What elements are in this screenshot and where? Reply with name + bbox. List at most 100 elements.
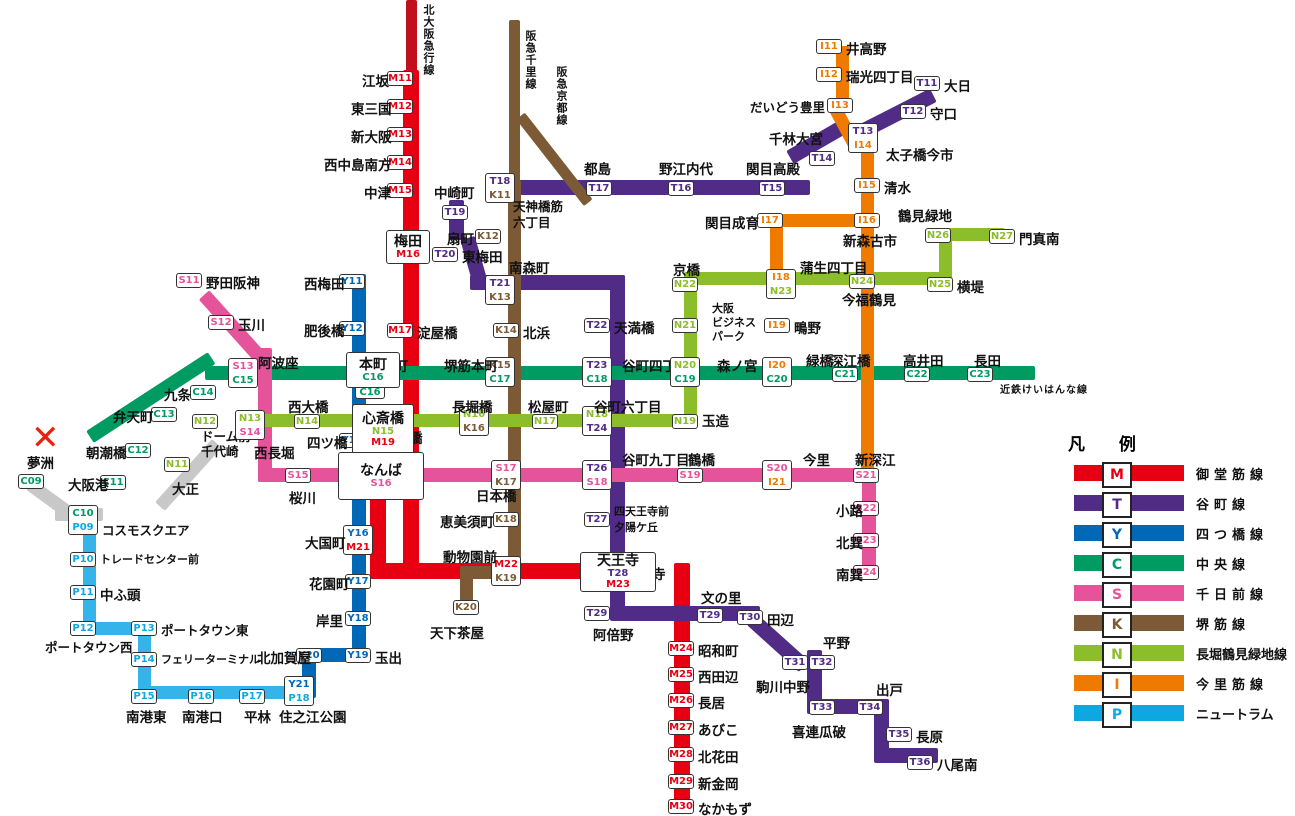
station-code-chip[interactable]: C12 bbox=[125, 443, 151, 458]
station-code-chip[interactable]: N25 bbox=[927, 277, 953, 292]
station-code-chip[interactable]: Y18 bbox=[345, 611, 371, 626]
station-code-chip[interactable]: C22 bbox=[904, 367, 930, 382]
station-code-chip[interactable]: M13 bbox=[387, 127, 413, 142]
station-code-chip[interactable]: T20 bbox=[432, 247, 458, 262]
station-code-chip[interactable]: M29 bbox=[668, 774, 694, 789]
station-code-chip[interactable]: T33 bbox=[809, 700, 835, 715]
station-code-chip[interactable]: C14 bbox=[190, 385, 216, 400]
station-code-chip[interactable]: I16 bbox=[854, 213, 880, 228]
station-code-chip[interactable]: S11 bbox=[176, 273, 202, 288]
station-code-chip[interactable]: T16 bbox=[668, 181, 694, 196]
station-code-chip[interactable]: K18 bbox=[493, 512, 519, 527]
station-code-chip[interactable]: P10 bbox=[70, 552, 96, 567]
station-code-chip[interactable]: M15 bbox=[387, 183, 413, 198]
station-code-chip[interactable]: S21 bbox=[853, 468, 879, 483]
station-code-chip[interactable]: Y17 bbox=[345, 574, 371, 589]
station-code-chip[interactable]: N19 bbox=[672, 414, 698, 429]
station-code-chip[interactable]: S23 bbox=[853, 533, 879, 548]
station-code-chip[interactable]: S12 bbox=[208, 315, 234, 330]
station-code-chip[interactable]: T22 bbox=[584, 318, 610, 333]
station-code-chip[interactable]: Y11 bbox=[339, 274, 365, 289]
station-code-chip[interactable]: M25 bbox=[668, 667, 694, 682]
station-code-chip[interactable]: N24 bbox=[849, 274, 875, 289]
station-code-chip[interactable]: P15 bbox=[131, 689, 157, 704]
station-code-chip[interactable]: N21 bbox=[672, 318, 698, 333]
station-code-chip[interactable]: N11 bbox=[164, 457, 190, 472]
station-code-chip[interactable]: S24 bbox=[853, 565, 879, 580]
station-code-chip[interactable]: M24 bbox=[668, 641, 694, 656]
station-code-chip[interactable]: M26 bbox=[668, 693, 694, 708]
station-code-chip[interactable]: Y20 bbox=[296, 648, 322, 663]
station-code-chip[interactable]: T12 bbox=[900, 104, 926, 119]
station-code-chip[interactable]: M27 bbox=[668, 720, 694, 735]
station-code-chip[interactable]: C23 bbox=[967, 367, 993, 382]
station-code-chip[interactable]: N14 bbox=[294, 414, 320, 429]
station-code-chip[interactable]: T15 bbox=[759, 181, 785, 196]
station-code-chip[interactable]: N17 bbox=[532, 414, 558, 429]
station-code-chip[interactable]: T36 bbox=[907, 755, 933, 770]
station-code-chip[interactable]: P11 bbox=[70, 585, 96, 600]
station-code-chip[interactable]: T35 bbox=[886, 727, 912, 742]
station-code-chip[interactable]: K20 bbox=[453, 600, 479, 615]
station-code-chip[interactable]: T29 bbox=[697, 608, 723, 623]
station-code-chip[interactable]: C11 bbox=[100, 475, 126, 490]
station-code-chip[interactable]: N22 bbox=[672, 277, 698, 292]
station-code-chip[interactable]: C21 bbox=[832, 367, 858, 382]
station-code-chip[interactable]: T27 bbox=[584, 512, 610, 527]
station-code-chip[interactable]: T29 bbox=[584, 606, 610, 621]
station-code-chip[interactable]: C09 bbox=[18, 474, 44, 489]
station-code-chip[interactable]: K14 bbox=[493, 323, 519, 338]
station-code-chip[interactable]: P16 bbox=[188, 689, 214, 704]
station-code-chip[interactable]: M28 bbox=[668, 747, 694, 762]
station-code-chip[interactable]: T31 bbox=[782, 655, 808, 670]
station-code-chip[interactable]: I19 bbox=[764, 318, 790, 333]
station-code-chip[interactable]: I11 bbox=[816, 39, 842, 54]
station-code-chip[interactable]: M14 bbox=[387, 155, 413, 170]
station-code-chip[interactable]: S22 bbox=[853, 501, 879, 516]
station-code-chip[interactable]: C13 bbox=[151, 407, 177, 422]
station-code-chip[interactable]: P13 bbox=[131, 621, 157, 636]
station-code-chip[interactable]: N27 bbox=[989, 229, 1015, 244]
station-code-chip[interactable]: M12 bbox=[387, 99, 413, 114]
station-code-chip[interactable]: P14 bbox=[131, 652, 157, 667]
station-code-chip[interactable]: I15 bbox=[854, 178, 880, 193]
station-code-chip[interactable]: Y19 bbox=[345, 648, 371, 663]
station-code-chip[interactable]: I12 bbox=[816, 67, 842, 82]
station-code-chip[interactable]: S15 bbox=[285, 468, 311, 483]
station-code-chip[interactable]: T14 bbox=[809, 151, 835, 166]
station-code-chip[interactable]: P12 bbox=[70, 621, 96, 636]
station-code-chip[interactable]: Y12 bbox=[339, 321, 365, 336]
station-code-chip[interactable]: P17 bbox=[239, 689, 265, 704]
station-code-chip[interactable]: T30 bbox=[737, 610, 763, 625]
station-code-chip[interactable]: N12 bbox=[192, 414, 218, 429]
station-code-chip[interactable]: M30 bbox=[668, 799, 694, 814]
station-code-chip[interactable]: T17 bbox=[586, 181, 612, 196]
station-code-chip[interactable]: M11 bbox=[387, 71, 413, 86]
station-code-chip[interactable]: T19 bbox=[442, 205, 468, 220]
station-code-chip[interactable]: S19 bbox=[677, 468, 703, 483]
